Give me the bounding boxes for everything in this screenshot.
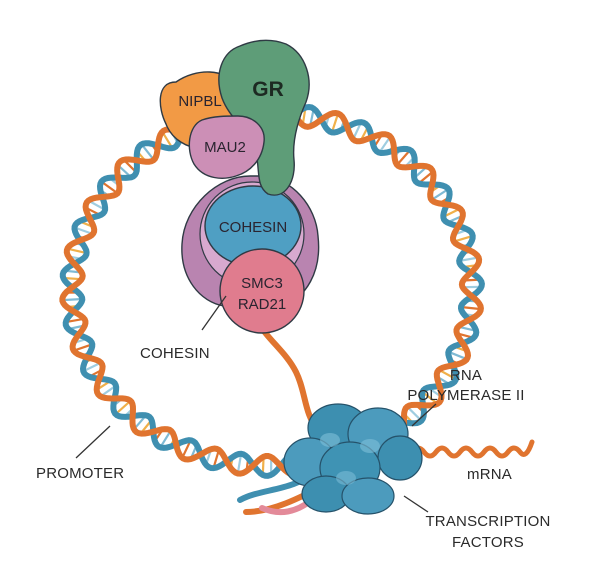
rad21-label: RAD21: [238, 296, 286, 313]
dna-base-pair: [67, 247, 87, 255]
rna-polymerase-label-line1: RNA: [450, 367, 482, 384]
rna-polymerase-ii: [283, 403, 423, 515]
mau2-protein: MAU2: [188, 115, 265, 179]
tf-leader: [403, 495, 429, 513]
gr-protein: GR: [218, 39, 310, 196]
dna-base-pair: [236, 453, 243, 474]
dna-base-pair: [62, 297, 83, 302]
dna-base-pair: [330, 113, 340, 133]
gr-label: GR: [252, 78, 284, 101]
mrna-strand: [409, 439, 535, 459]
cohesin-complex: COHESIN SMC3 RAD21: [181, 175, 320, 334]
dna-base-pair: [181, 439, 192, 459]
nipbl-label: NIPBL: [178, 93, 221, 110]
cohesin-label: COHESIN: [140, 345, 210, 362]
dna-base-pair: [431, 188, 449, 201]
transcription-factors-label-line2: FACTORS: [452, 534, 524, 551]
polymerase-leader: [411, 403, 437, 427]
mrna-label: mRNA: [467, 466, 512, 483]
dna-base-pair: [159, 430, 172, 448]
cohesin-leader: [201, 295, 227, 331]
dna-base-pair: [100, 180, 119, 195]
transcription-factors-label-line1: TRANSCRIPTION: [425, 513, 550, 530]
mau2-label: MAU2: [204, 139, 246, 156]
cohesin-tether: [255, 319, 321, 433]
dna-base-pair: [396, 149, 411, 166]
cohesin-core-label: COHESIN: [219, 219, 287, 236]
dna-base-pair: [448, 350, 468, 361]
dna-base-pair: [459, 256, 479, 262]
dna-base-pair: [406, 405, 423, 422]
dna-base-pair: [460, 305, 482, 311]
smc3-rad21-subunit: [219, 248, 305, 334]
promoter-leader: [75, 425, 111, 459]
dna-base-pair: [140, 143, 155, 161]
promoter-label: PROMOTER: [36, 465, 124, 482]
dna-base-pair: [114, 399, 132, 416]
rna-polymerase-label-line2: POLYMERASE II: [407, 387, 524, 404]
smc3-label: SMC3: [241, 275, 283, 292]
